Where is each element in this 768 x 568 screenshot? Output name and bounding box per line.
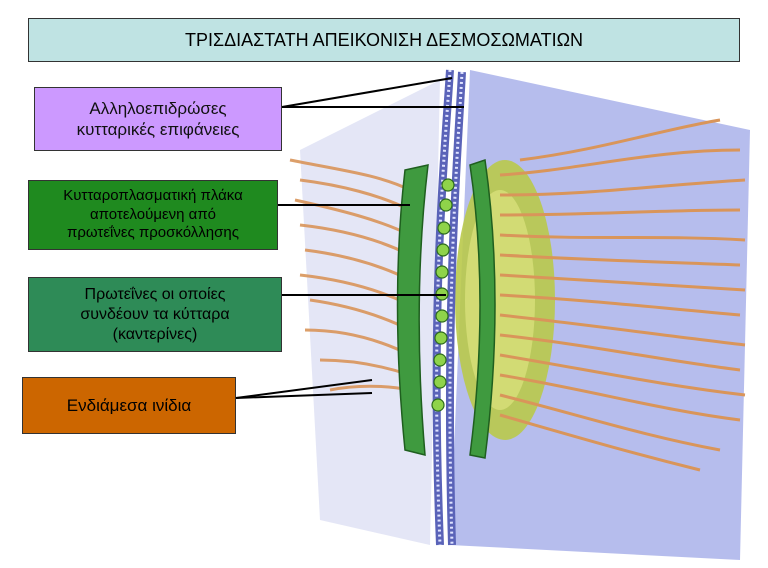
pointer-lines (235, 77, 464, 399)
label-filaments: Ενδιάμεσα ινίδια (22, 377, 236, 434)
cadherins (431, 178, 455, 412)
diagram-title: ΤΡΙΣΔΙΑΣΤΑΤΗ ΑΠΕΙΚΟΝΙΣΗ ΔΕΣΜΟΣΩΜΑΤΙΩΝ (28, 18, 740, 62)
label-plaque: Κυτταροπλασματική πλάκα αποτελούμενη από… (28, 180, 278, 250)
title-text: ΤΡΙΣΔΙΑΣΤΑΤΗ ΑΠΕΙΚΟΝΙΣΗ ΔΕΣΜΟΣΩΜΑΤΙΩΝ (184, 29, 584, 50)
label-cadherins: Πρωτεΐνες οι οποίες συνδέουν τα κύτταρα … (28, 277, 282, 352)
right-filaments (499, 118, 746, 472)
left-plaque (396, 164, 429, 456)
label-membranes: Αλληλοεπιδρώσες κυτταρικές επιφάνειες (34, 87, 282, 151)
